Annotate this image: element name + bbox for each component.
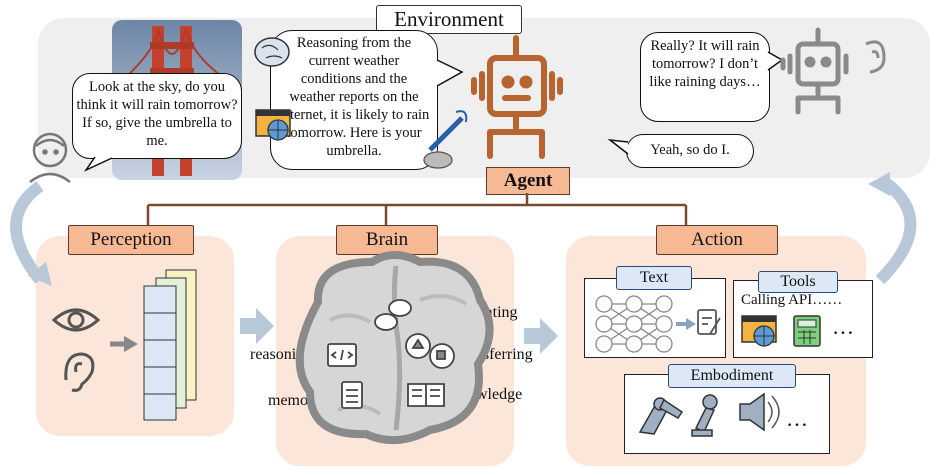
curved-arrow-right (868, 172, 917, 285)
brain-memory: memory (268, 392, 322, 409)
agent-connector-lines (146, 193, 688, 225)
tools-calling-api-text: Calling API…… (741, 292, 843, 308)
agent-reply-bubble: Yeah, so do I. (626, 134, 754, 168)
environment-title: Environment (376, 5, 522, 34)
other-agent-speech-bubble: Really? It will rain tomorrow? I don’t l… (640, 32, 770, 122)
text-label: Text (616, 266, 692, 290)
arrow-perception-to-brain (240, 308, 274, 344)
embodiment-label: Embodiment (668, 364, 796, 388)
brain-communicating: communicating (418, 304, 518, 321)
brain-reasoning: reasoning (250, 346, 313, 363)
brain-knowledge: knowledge (452, 386, 523, 403)
text-box (584, 278, 726, 358)
action-label: Action (656, 225, 778, 255)
agent-label: Agent (486, 167, 570, 195)
tools-more-ellipsis: … (832, 314, 854, 339)
brain-label: Brain (336, 225, 438, 255)
tools-label: Tools (758, 271, 838, 293)
perception-section (36, 236, 234, 436)
agent-reasoning-bubble: Reasoning from the current weather condi… (270, 30, 438, 170)
perception-label: Perception (68, 225, 194, 255)
brain-transferring: transferring (458, 346, 533, 363)
user-speech-bubble: Look at the sky, do you think it will ra… (72, 73, 242, 159)
embodiment-more-ellipsis: … (786, 406, 808, 431)
